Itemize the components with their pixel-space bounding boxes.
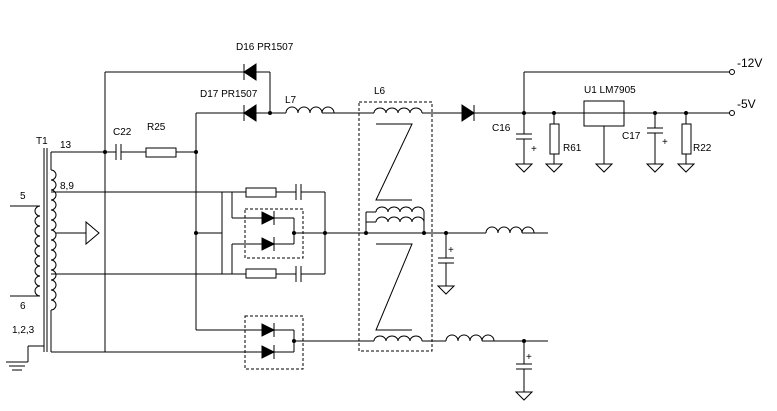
junction-node xyxy=(364,231,368,235)
polarity-bottom: + xyxy=(526,352,532,363)
resistor-r25 xyxy=(145,147,196,158)
label-pin89: 8,9 xyxy=(60,181,74,192)
center-tap-arrow xyxy=(56,220,100,246)
label-pin5: 5 xyxy=(20,191,26,202)
inductor-mid-output xyxy=(485,226,548,234)
label-pin6: 6 xyxy=(20,301,26,312)
label-pin123: 1,2,3 xyxy=(12,325,35,336)
label-t1: T1 xyxy=(36,136,48,147)
terminal-neg5v xyxy=(729,110,735,116)
inductor-l6 xyxy=(358,101,433,352)
resistor-r22 xyxy=(676,113,696,173)
snubber-lower xyxy=(232,266,325,282)
capacitor-c17 xyxy=(645,113,665,173)
junction-node xyxy=(323,231,327,235)
regulator-u1 xyxy=(583,100,625,173)
snubber-upper xyxy=(221,184,326,274)
diode-d17 xyxy=(243,104,286,122)
diode-output xyxy=(461,104,730,122)
label-d17: D17 PR1507 xyxy=(200,89,258,100)
inductor-bottom-output xyxy=(445,334,548,342)
capacitor-mid xyxy=(436,233,456,295)
label-c16: C16 xyxy=(492,123,511,134)
diode-module-upper xyxy=(231,192,366,274)
label-c17: C17 xyxy=(622,131,641,142)
diode-module-lower xyxy=(244,315,374,370)
polarity-c17: + xyxy=(662,137,668,148)
polarity-c16: + xyxy=(531,144,537,155)
capacitor-c16 xyxy=(514,113,534,173)
label-r61: R61 xyxy=(563,143,582,154)
label-pin13: 13 xyxy=(60,140,72,151)
ground-symbol-transformer xyxy=(6,361,28,371)
label-r22: R22 xyxy=(693,143,712,154)
label-r25: R25 xyxy=(147,122,166,133)
junction-node xyxy=(292,339,296,343)
junction-node xyxy=(292,231,296,235)
label-l7: L7 xyxy=(285,95,297,106)
label-u1: U1 LM7905 xyxy=(584,85,636,96)
resistor-r61 xyxy=(544,113,564,173)
terminal-neg12v xyxy=(729,69,735,75)
label-d16: D16 PR1507 xyxy=(236,42,294,53)
capacitor-c22 xyxy=(112,144,146,160)
label-neg12v: -12V xyxy=(737,56,762,70)
inductor-l7 xyxy=(285,106,374,114)
diode-d16 xyxy=(243,63,271,113)
junction-node xyxy=(268,111,272,115)
label-neg5v: -5V xyxy=(737,97,756,111)
capacitor-bottom xyxy=(514,341,534,401)
junction-node xyxy=(194,150,198,154)
polarity-mid: + xyxy=(448,245,454,256)
label-l6: L6 xyxy=(374,86,386,97)
label-c22: C22 xyxy=(113,127,132,138)
